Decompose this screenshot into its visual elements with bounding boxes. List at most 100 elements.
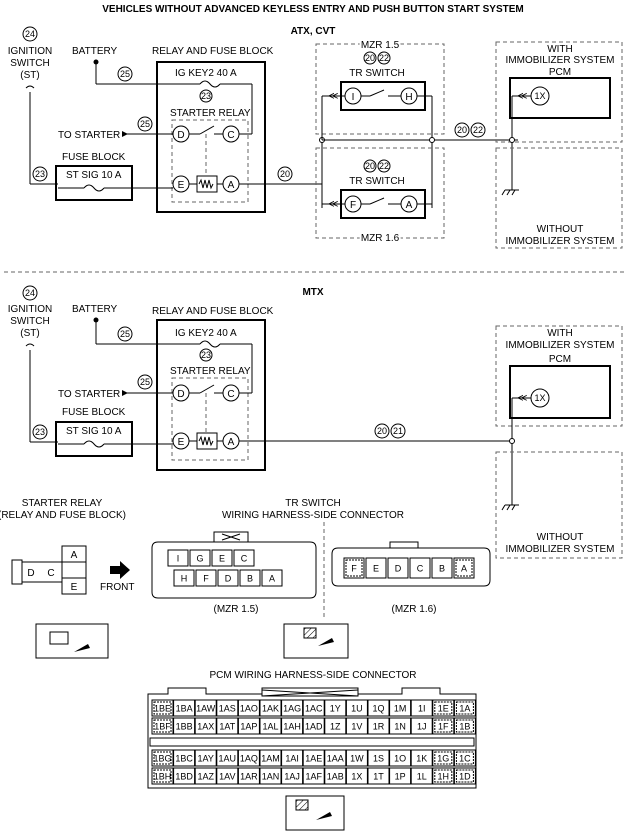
svg-text:C: C — [227, 130, 234, 141]
svg-text:FRONT: FRONT — [100, 582, 134, 593]
pcm-pin-1R-label: 1R — [373, 722, 385, 732]
pcm-pin-1AG-label: 1AG — [283, 704, 301, 714]
tr16-D-cell — [387, 557, 409, 579]
svg-text:23: 23 — [35, 427, 45, 437]
section-mtx: MTX — [302, 287, 323, 298]
svg-text:MZR 1.5: MZR 1.5 — [361, 40, 400, 51]
svg-text:TO STARTER: TO STARTER — [58, 130, 120, 141]
pcm-pin-1L-label: 1L — [417, 772, 427, 782]
tr15-bottom-F-label: F — [203, 574, 209, 584]
svg-text:TR SWITCH: TR SWITCH — [285, 498, 341, 509]
svg-text:H: H — [405, 92, 412, 103]
pcm-pin-1AX-cell — [194, 717, 217, 735]
svg-text:FUSE BLOCK: FUSE BLOCK — [62, 407, 126, 418]
svg-text:FUSE BLOCK: FUSE BLOCK — [62, 152, 126, 163]
pcm-pin-1S-label: 1S — [373, 754, 384, 764]
pcm-pin-1Q-label: 1Q — [372, 704, 384, 714]
svg-text:A: A — [228, 437, 235, 448]
tr15-top-C-cell — [233, 549, 255, 567]
ignition-switch-label-3: (ST) — [20, 70, 39, 81]
pcm-pin-1AL-label: 1AL — [262, 722, 278, 732]
pcm-pin-1C-cell — [453, 749, 476, 767]
svg-text:20: 20 — [365, 161, 375, 171]
svg-text:(RELAY AND FUSE BLOCK): (RELAY AND FUSE BLOCK) — [0, 510, 126, 521]
svg-text:22: 22 — [473, 125, 483, 135]
mtx-circuit: 24 IGNITION SWITCH (ST) 23 BATTERY 25 RE… — [8, 285, 623, 559]
pcm-pin-1AN-label: 1AN — [262, 772, 280, 782]
pcm-pin-1AD-label: 1AD — [305, 722, 323, 732]
pcm-pin-1AF-cell — [302, 767, 325, 785]
svg-text:24: 24 — [25, 288, 35, 298]
pcm-pin-1U-cell — [345, 699, 368, 717]
pcm-pin-1AP-cell — [237, 717, 260, 735]
svg-text:C: C — [47, 568, 54, 579]
pcm-pin-1AQ-label: 1AQ — [240, 754, 258, 764]
svg-text:A: A — [228, 180, 235, 191]
svg-text:≪: ≪ — [328, 91, 338, 102]
svg-text:ST SIG 10 A: ST SIG 10 A — [66, 426, 122, 437]
svg-text:WITH: WITH — [547, 328, 573, 339]
pcm-pin-1AV-cell — [216, 767, 239, 785]
pcm-pin-1AU-label: 1AU — [219, 754, 237, 764]
svg-text:I: I — [352, 92, 355, 103]
svg-text:PCM WIRING HARNESS-SIDE CONNEC: PCM WIRING HARNESS-SIDE CONNECTOR — [209, 670, 416, 681]
pcm-pin-1AE-cell — [302, 749, 325, 767]
svg-text:(ST): (ST) — [20, 328, 39, 339]
pcm-pin-1AV-label: 1AV — [219, 772, 235, 782]
svg-text:23: 23 — [35, 169, 45, 179]
relay-fuse-block-label-atx: RELAY AND FUSE BLOCK — [152, 46, 274, 57]
pcm-pin-1BC-cell — [173, 749, 196, 767]
pcm-pin-1AK-label: 1AK — [262, 704, 279, 714]
pcm-pin-1L-cell — [410, 767, 433, 785]
svg-text:22: 22 — [379, 53, 389, 63]
svg-text:22: 22 — [379, 161, 389, 171]
tr15-top-I-label: I — [177, 554, 180, 564]
svg-text:WITHOUT: WITHOUT — [537, 532, 584, 543]
pcm-pin-1AA-label: 1AA — [327, 754, 344, 764]
pcm-pin-1A-label: 1A — [459, 704, 470, 714]
pcm-pin-1Y-label: 1Y — [330, 704, 341, 714]
svg-text:WITH: WITH — [547, 44, 573, 55]
tr16-C-cell — [409, 557, 431, 579]
svg-text:STARTER RELAY: STARTER RELAY — [22, 498, 103, 509]
pcm-pin-1AB-label: 1AB — [327, 772, 344, 782]
svg-text:E: E — [71, 582, 78, 593]
pcm-pin-1M-cell — [389, 699, 412, 717]
pcm-pin-1AX-label: 1AX — [197, 722, 214, 732]
pcm-pin-1N-cell — [389, 717, 412, 735]
tr16-E-cell — [365, 557, 387, 579]
pcm-pin-1V-label: 1V — [351, 722, 362, 732]
pcm-pin-1R-cell — [367, 717, 390, 735]
tr15-bottom-H-label: H — [181, 574, 188, 584]
pcm-pin-1BF-label: 1BF — [154, 722, 171, 732]
tr15-top-E-label: E — [219, 554, 225, 564]
svg-text:TR SWITCH: TR SWITCH — [349, 68, 405, 79]
svg-text:PCM: PCM — [549, 354, 571, 365]
pcm-pin-1BC-label: 1BC — [175, 754, 193, 764]
tr15-top-I-cell — [167, 549, 189, 567]
tr15-bottom-A-label: A — [269, 574, 275, 584]
pcm-pin-1S-cell — [367, 749, 390, 767]
pcm-pin-1AY-label: 1AY — [198, 754, 214, 764]
pcm-pin-1BB-cell — [173, 717, 196, 735]
tr15-bottom-D-cell — [217, 569, 239, 587]
pcm-pin-1M-label: 1M — [394, 704, 407, 714]
svg-text:21: 21 — [393, 426, 403, 436]
pcm-pin-1A-cell — [453, 699, 476, 717]
svg-text:PCM: PCM — [549, 67, 571, 78]
svg-text:1X: 1X — [534, 91, 545, 101]
pcm-pin-1D-cell — [453, 767, 476, 785]
svg-text:IMMOBILIZER SYSTEM: IMMOBILIZER SYSTEM — [506, 544, 615, 555]
svg-text:IMMOBILIZER SYSTEM: IMMOBILIZER SYSTEM — [506, 340, 615, 351]
pcm-pin-1AS-cell — [216, 699, 239, 717]
svg-text:IG KEY2 40 A: IG KEY2 40 A — [175, 328, 237, 339]
tr16-B-cell — [431, 557, 453, 579]
tr16-E-label: E — [373, 564, 379, 574]
pcm-pin-1F-cell — [432, 717, 455, 735]
tr15-bottom-H-cell — [173, 569, 195, 587]
tr16-D-label: D — [395, 564, 402, 574]
pcm-pin-1E-label: 1E — [438, 704, 449, 714]
pcm-pin-1W-label: 1W — [350, 754, 364, 764]
pcm-pin-1AB-cell — [324, 767, 347, 785]
pcm-pin-1AH-cell — [281, 717, 304, 735]
